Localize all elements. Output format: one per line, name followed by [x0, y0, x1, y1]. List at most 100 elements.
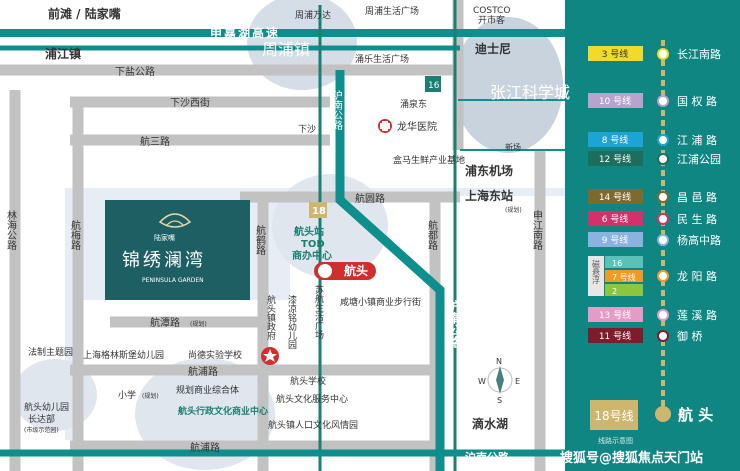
panel-line-label: 9 号线 [602, 234, 629, 246]
panel-longyang-line: 16 [612, 259, 622, 268]
label-pudong-airport: 浦东机场 [465, 163, 513, 178]
label-disney: 迪士尼 [475, 41, 511, 56]
label-yongle: 涌乐生活广场 [355, 53, 409, 65]
panel-line-label: 14 号线 [599, 191, 631, 203]
project-name: 锦绣澜湾 [122, 250, 206, 271]
label-planned: (规划) [505, 206, 522, 214]
panel-line-badge [588, 307, 643, 322]
panel-line-badge [588, 46, 643, 61]
label-shangde: 尚德实验学校 [188, 349, 242, 361]
road-label-hunan: 沪南公路 [331, 89, 343, 131]
highway-hufeng [335, 70, 445, 471]
panel-longyang-line: 7 号线 [612, 272, 636, 282]
panel-line-label: 10 号线 [599, 95, 631, 107]
label-zhoupu-town: 周浦镇 [262, 40, 310, 59]
hospital-cross-h [380, 123, 390, 129]
compass-n: N [496, 357, 502, 366]
panel-line-badge [588, 211, 643, 226]
panel-line-badge [588, 232, 643, 247]
label-zhoupu-wanda: 周浦万达 [295, 9, 331, 21]
label-yongquan: 涌泉东 [400, 98, 427, 110]
panel-station-dot [657, 153, 669, 165]
project-logo [158, 213, 192, 228]
label-law-park: 法制主题园 [28, 346, 73, 358]
line18-marker [309, 202, 327, 218]
label-zhangjiang: 张江科学城 [490, 83, 570, 102]
label-primary-note: (规划) [142, 392, 159, 400]
label-dishui: 滴水湖 [472, 416, 508, 431]
line18-marker-label: 18 [312, 206, 326, 217]
panel-line-label: 11 号线 [599, 330, 631, 342]
panel-line-label: 13 号线 [599, 309, 631, 321]
metro-symbol-icon [318, 264, 332, 278]
road-label-hangsan: 航三路 [140, 135, 170, 148]
panel-station-dot [657, 213, 669, 225]
compass-w: W [478, 377, 486, 386]
line18-label: 18号线 [594, 409, 633, 423]
label-commercial-plan: 规划商业综合体 [176, 384, 239, 396]
label-shanghai-east: 上海东站 [465, 188, 513, 203]
panel-station-dot [657, 191, 669, 203]
panel-stations: 3 号线长江南路10 号线国 权 路8 号线江 浦 路12 号线江浦公园14 号… [588, 46, 721, 445]
panel-station-dot [657, 134, 669, 146]
label-hangtou-kg-2: 长达部 [28, 413, 55, 425]
road-network [0, 0, 546, 471]
label-admin-culture: 航头行政文化商业中心 [178, 405, 268, 417]
road-accents [458, 99, 565, 151]
label-tod-station: 航头站 [294, 225, 324, 238]
project-brand: 陆家嘴 [154, 233, 175, 242]
panel-line-badge [588, 189, 643, 204]
label-xiantang: 咸塘小镇商业步行街 [340, 296, 421, 308]
compass-e: E [515, 377, 520, 386]
label-entrance-park: 航头镇人口文化风情园 [268, 419, 358, 431]
direction-pujiang: 浦江镇 [45, 46, 81, 61]
road-label-hangtan: 航潭路 [150, 316, 180, 329]
panel-station-longyang: 龙 阳 路 [677, 270, 717, 283]
road-label-hufeng: 沪奉公路 [447, 299, 461, 349]
road-label-hunan-bottom: 沪南公路 [465, 450, 510, 464]
panel-station-dot [657, 234, 669, 246]
panel-station-name: 国 权 路 [677, 95, 717, 108]
map-labels: 前滩 / 陆家嘴浦江镇申嘉湖高速下盐公路下沙西街航三路航圆路航潭路(规划)航浦路… [5, 5, 704, 466]
label-hema: 盒马生鲜产业基地 [393, 154, 465, 166]
maglev-badge [588, 256, 604, 296]
star-shape [263, 349, 277, 362]
label-suhang: 苏航生活广场 [313, 284, 324, 340]
label-primary: 小学 [118, 389, 136, 401]
panel-station-name: 杨高中路 [677, 233, 721, 247]
panel-line-label: 12 号线 [599, 153, 631, 165]
panel-line-label: 6 号线 [602, 213, 629, 225]
project-name-en: PENINSULA GARDEN [142, 277, 204, 284]
label-costco-cn: 开市客 [478, 14, 505, 26]
panel-line-label: 8 号线 [602, 134, 629, 146]
label-tod-center: 商办中心 [292, 249, 332, 262]
road-label-hangpu-bottom: 航浦路 [190, 441, 220, 454]
label-hangtou-metro: 航头 [344, 263, 368, 278]
panel-hangtou-name: 航 头 [678, 406, 713, 424]
road-label-hangtan-note: (规划) [190, 320, 207, 328]
road-label-shenjiang: 申江南路 [531, 209, 543, 251]
panel-station-dot [657, 48, 669, 60]
road-label-xiasha-west: 下沙西街 [170, 96, 210, 109]
label-zhoupu-life: 周浦生活广场 [365, 5, 419, 17]
road-label-hanghe: 航鹤路 [254, 224, 266, 256]
label-gov: 航头镇政府 [265, 294, 276, 341]
label-xiasha-station: 下沙 [298, 124, 316, 135]
zhangjiang-zone [453, 17, 563, 153]
project-block [105, 200, 250, 300]
label-culture-center: 航头文化服务中心 [276, 393, 348, 405]
road-label-hangyuan: 航圆路 [355, 192, 385, 205]
panel-station-dot [657, 95, 669, 107]
highways [0, 0, 565, 471]
label-costco: COSTCO [473, 6, 510, 16]
label-hangtou-kg-3: (市级示范园) [24, 426, 59, 434]
label-xinchang: 新场 [505, 142, 521, 152]
compass-needle [496, 366, 504, 394]
panel-line-badge [588, 151, 643, 166]
road-label-shenjia: 申嘉湖高速 [210, 25, 280, 40]
panel-station-name: 民 生 路 [677, 212, 717, 226]
label-hangtou-school: 航头学校 [290, 375, 326, 387]
panel-longyang-badge [605, 270, 643, 282]
